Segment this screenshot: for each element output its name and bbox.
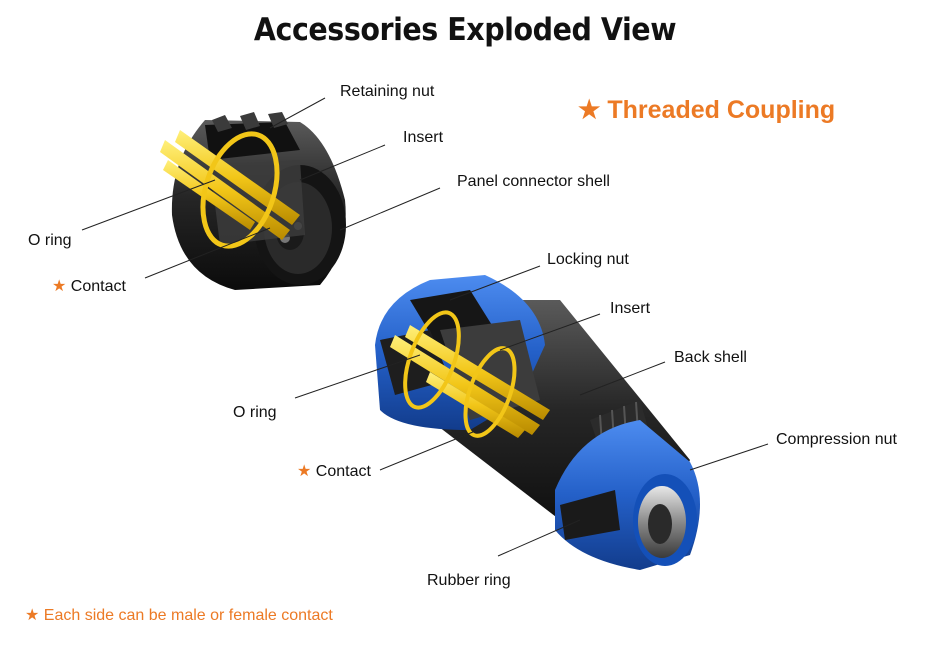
label-compression-nut: Compression nut	[776, 431, 897, 448]
retaining-nut-shape	[205, 122, 300, 160]
lower-contact-text: Contact	[315, 463, 371, 480]
upper-contact-text: Contact	[70, 278, 126, 295]
leader-lines	[81, 97, 769, 557]
label-lower-insert: Insert	[610, 300, 651, 317]
star-icon: ★	[297, 463, 312, 480]
label-retaining-nut: Retaining nut	[340, 83, 435, 100]
threaded-coupling-label: Threaded Coupling	[607, 96, 836, 124]
star-icon: ★	[578, 96, 601, 124]
label-lower-o-ring: O ring	[233, 404, 277, 421]
label-upper-o-ring: O ring	[28, 232, 72, 249]
lower-o-ring-shape	[403, 310, 461, 410]
label-lower-contact: ★ Contact	[297, 462, 371, 482]
rubber-ring-shape	[560, 490, 620, 540]
label-rubber-ring: Rubber ring	[427, 572, 511, 589]
footnote: ★ Each side can be male or female contac…	[25, 605, 333, 625]
cable-connector-illustration	[375, 275, 700, 570]
star-icon: ★	[25, 607, 40, 624]
threaded-coupling-heading: ★ Threaded Coupling	[578, 95, 835, 125]
label-upper-insert: Insert	[403, 129, 444, 146]
label-panel-connector-shell: Panel connector shell	[457, 173, 610, 190]
upper-contact-pins	[160, 130, 300, 240]
page-title: Accessories Exploded View	[253, 12, 677, 48]
footnote-text: Each side can be male or female contact	[43, 607, 333, 624]
upper-o-ring-shape	[200, 131, 280, 249]
label-upper-contact: ★ Contact	[52, 277, 126, 297]
panel-connector-illustration	[160, 112, 346, 290]
label-back-shell: Back shell	[674, 349, 747, 366]
star-icon: ★	[52, 278, 67, 295]
label-locking-nut: Locking nut	[547, 251, 629, 268]
